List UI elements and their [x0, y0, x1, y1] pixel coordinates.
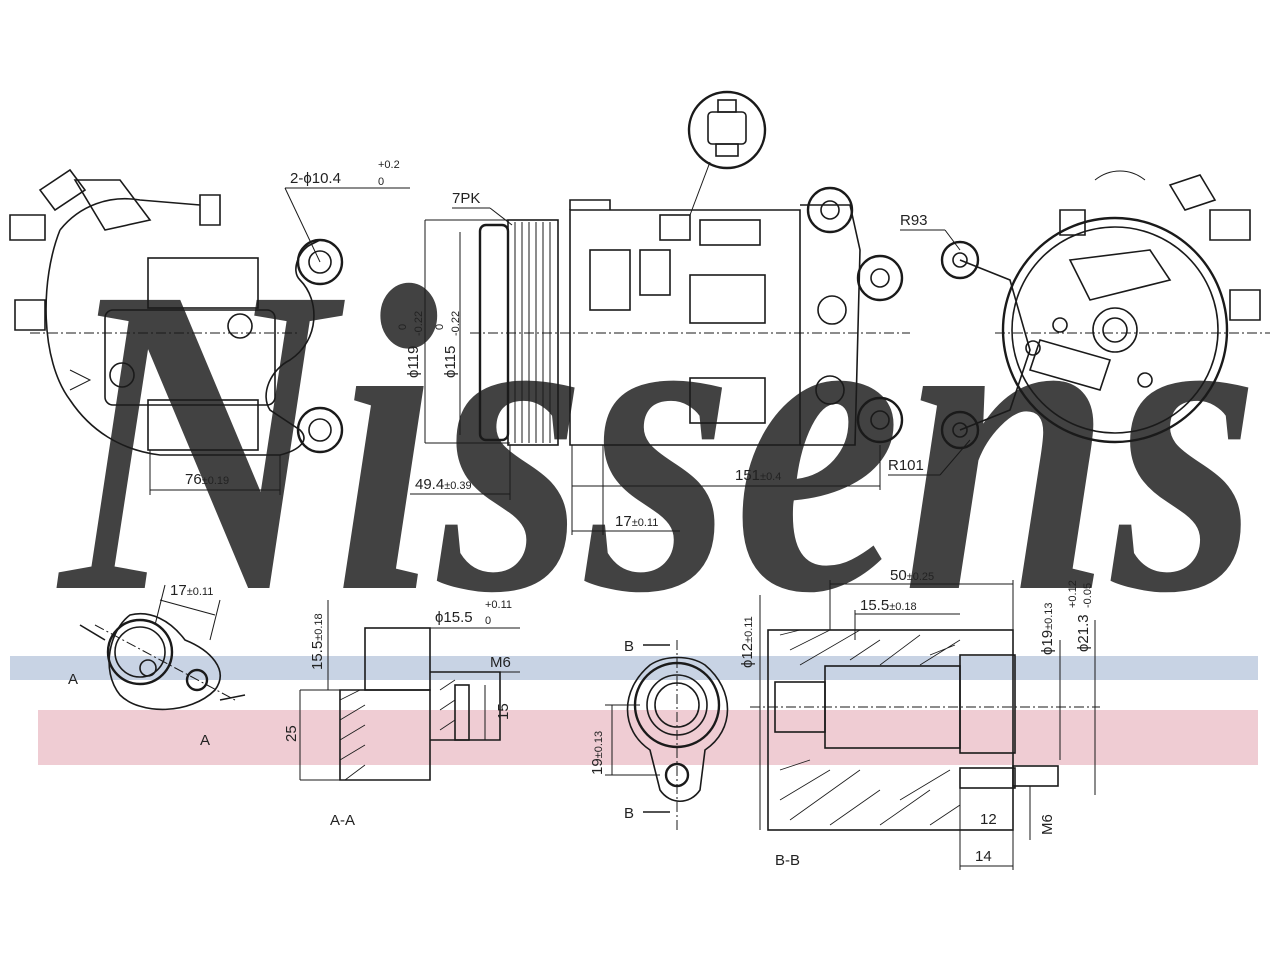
- port-a-view: 17±0.11 A A: [68, 582, 246, 749]
- svg-text:15.5±0.18: 15.5±0.18: [860, 597, 917, 614]
- h-15-value: 15: [495, 703, 512, 720]
- belt-label: 7PK: [452, 190, 480, 207]
- w-50-tol: ±0.25: [907, 571, 934, 583]
- h-15-5-tol: ±0.18: [313, 613, 325, 640]
- thread-m6b-label: M6: [1039, 814, 1056, 835]
- port-17-tol: ±0.11: [187, 586, 214, 598]
- d-19-tol: ±0.13: [1043, 602, 1055, 629]
- radius-101-label: R101: [888, 457, 924, 474]
- thread-m6-label: M6: [490, 654, 511, 671]
- mount-hole-tol-up: +0.2: [378, 159, 400, 171]
- w-15-5b-value: 15.5: [860, 597, 889, 614]
- radius-93-label: R93: [900, 212, 928, 229]
- svg-text:50±0.25: 50±0.25: [890, 567, 934, 584]
- svg-text:ϕ115: ϕ115: [442, 346, 459, 378]
- h-15-5-value: 15.5: [309, 641, 326, 670]
- d-21-3-tol-dn: -0.05: [1082, 583, 1094, 608]
- section-b-top-label: B: [624, 638, 634, 655]
- section-bb-label: B-B: [775, 852, 800, 869]
- d-15-5-tol-dn: 0: [485, 615, 491, 627]
- nissens-watermark: Nissens: [54, 197, 1260, 684]
- svg-text:151±0.4: 151±0.4: [735, 467, 781, 484]
- svg-text:49.4±0.39: 49.4±0.39: [415, 476, 472, 493]
- section-a-top-label: A: [68, 671, 78, 688]
- svg-text:ϕ21.3: ϕ21.3: [1075, 614, 1092, 652]
- svg-text:17±0.11: 17±0.11: [170, 582, 213, 599]
- section-bb-view: 50±0.25 15.5±0.18 ϕ12±0.11 ϕ19±0.13 ϕ21.…: [739, 567, 1100, 870]
- d-12-tol: ±0.11: [743, 616, 755, 643]
- mount-hole-label: 2-ϕ10.4: [290, 170, 341, 187]
- dia-115-label: ϕ115: [442, 346, 459, 378]
- svg-text:ϕ19±0.13: ϕ19±0.13: [1039, 602, 1056, 655]
- dia-119-label: ϕ119: [405, 346, 422, 378]
- d-21-3-value: ϕ21.3: [1075, 614, 1092, 652]
- mount-hole-tol-dn: 0: [378, 176, 384, 188]
- svg-text:ϕ12±0.11: ϕ12±0.11: [739, 616, 756, 668]
- d-15-5-tol-up: +0.11: [485, 599, 512, 611]
- red-band: [38, 710, 1258, 765]
- svg-text:2-ϕ10.4: 2-ϕ10.4: [290, 170, 341, 187]
- d-12-value: ϕ12: [739, 643, 756, 668]
- dia-119-tol-dn: -0.22: [413, 311, 425, 336]
- dim-49-value: 49.4: [415, 476, 444, 493]
- dim-76-tol: ±0.19: [202, 475, 229, 487]
- section-aa-label: A-A: [330, 812, 355, 829]
- dim-17-tol: ±0.11: [632, 517, 659, 529]
- d-15-5-value: ϕ15.5: [435, 609, 473, 626]
- dim-17-value: 17: [615, 513, 632, 530]
- w-15-5b-tol: ±0.18: [889, 601, 916, 613]
- dim-76-value: 76: [185, 471, 202, 488]
- left-view: 76±0.19 2-ϕ10.4 +0.2 0: [9, 159, 410, 495]
- svg-text:17±0.11: 17±0.11: [615, 513, 658, 530]
- svg-text:ϕ15.5: ϕ15.5: [435, 609, 473, 626]
- w-12-value: 12: [980, 811, 997, 828]
- d-21-3-tol-up: +0.12: [1067, 580, 1079, 608]
- svg-text:76±0.19: 76±0.19: [185, 471, 229, 488]
- h-19-tol: ±0.13: [593, 731, 605, 758]
- w-14-value: 14: [975, 848, 992, 865]
- right-view: R93 R101: [888, 170, 1270, 476]
- svg-text:ϕ119: ϕ119: [405, 346, 422, 378]
- svg-text:19±0.13: 19±0.13: [589, 731, 606, 775]
- dia-115-tol-dn: -0.22: [450, 311, 462, 336]
- port-17-value: 17: [170, 582, 187, 599]
- section-a-bottom-label: A: [200, 732, 210, 749]
- port-b-view: B B 19±0.13: [589, 638, 729, 830]
- w-50-value: 50: [890, 567, 907, 584]
- section-b-bottom-label: B: [624, 805, 634, 822]
- dim-151-value: 151: [735, 467, 760, 484]
- h-19-value: 19: [589, 758, 606, 775]
- h-25-value: 25: [283, 725, 300, 742]
- dim-151-tol: ±0.4: [760, 471, 781, 483]
- dia-115-tol-up: 0: [434, 324, 446, 330]
- dim-49-tol: ±0.39: [444, 480, 471, 492]
- dia-119-tol-up: 0: [397, 324, 409, 330]
- d-19-value: ϕ19: [1039, 630, 1056, 655]
- section-aa-view: 15.5±0.18 25 15 ϕ15.5 +0.11 0 M6 A-A: [283, 599, 520, 829]
- svg-text:15.5±0.18: 15.5±0.18: [309, 613, 326, 670]
- side-view: 7PK ϕ119 0 -0.22 ϕ115 0 -0.22 49.4±0.39 …: [397, 90, 910, 535]
